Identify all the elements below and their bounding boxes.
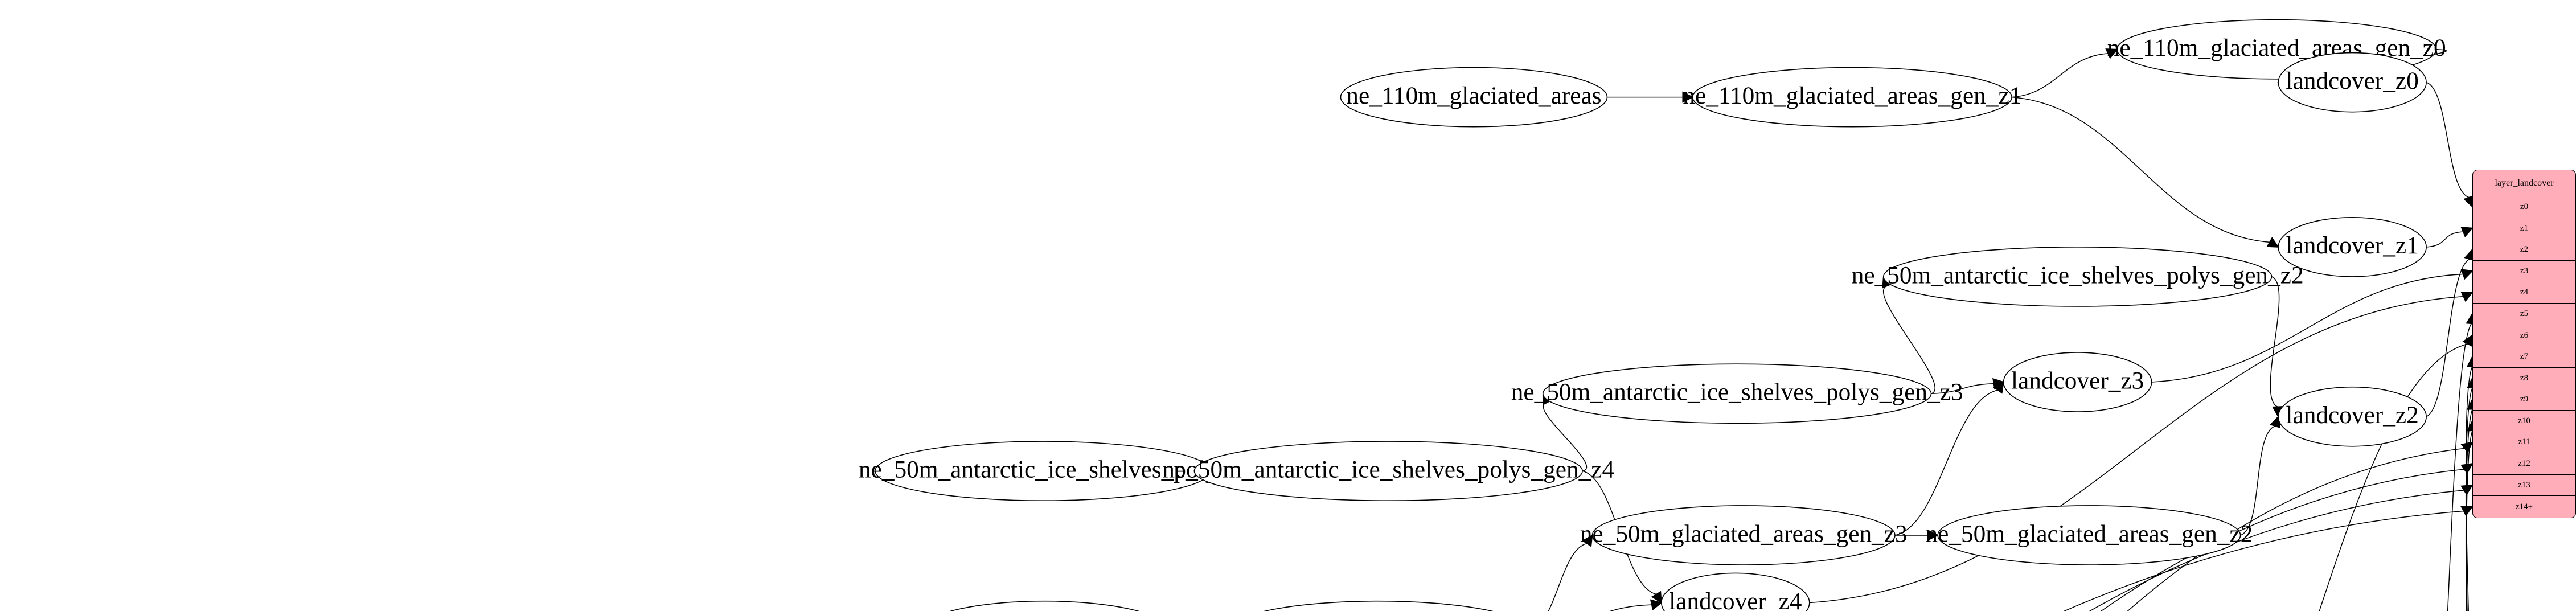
- node-label: ne_110m_glaciated_areas_gen_z0: [2107, 34, 2446, 61]
- edge: [2155, 344, 2467, 611]
- record-row-z5[interactable]: z5: [2473, 304, 2575, 325]
- graph-node-ne_50m_antarctic_ice_shelves_polys_gen_z2[interactable]: ne_50m_antarctic_ice_shelves_polys_gen_z…: [1852, 247, 2304, 306]
- graph-node-ne_50m_glaciated_areas_gen_z3[interactable]: ne_50m_glaciated_areas_gen_z3: [1580, 506, 1908, 565]
- edge: [2270, 277, 2279, 407]
- node-shape: [2004, 352, 2152, 412]
- graph-node-ne_50m_antarctic_ice_shelves_polys_gen_z3[interactable]: ne_50m_antarctic_ice_shelves_polys_gen_z…: [1511, 364, 1963, 423]
- node-label: ne_50m_glaciated_areas_gen_z2: [1925, 520, 2253, 547]
- record-row-z0[interactable]: z0: [2473, 196, 2575, 218]
- edge-arrowhead: [2460, 227, 2474, 237]
- record-row-z12[interactable]: z12: [2473, 453, 2575, 475]
- node-label: ne_50m_antarctic_ice_shelves_polys_gen_z…: [1162, 456, 1614, 483]
- edge-arrowhead: [2266, 237, 2279, 248]
- record-row-z3[interactable]: z3: [2473, 261, 2575, 282]
- node-label: ne_110m_glaciated_areas_gen_z1: [1683, 82, 2021, 109]
- node-label: landcover_z2: [2286, 401, 2418, 429]
- graph-node-ne_110m_glaciated_areas_gen_z1[interactable]: ne_110m_glaciated_areas_gen_z1: [1683, 68, 2021, 127]
- record-row-z13[interactable]: z13: [2473, 475, 2575, 497]
- record-row-z1[interactable]: z1: [2473, 218, 2575, 240]
- edge: [1931, 384, 1994, 394]
- node-label: landcover_z1: [2286, 232, 2418, 259]
- edge-arrowhead: [2460, 291, 2474, 302]
- edge: [2012, 97, 2270, 243]
- record-row-z11[interactable]: z11: [2473, 432, 2575, 454]
- edge-arrowhead: [1927, 529, 1939, 542]
- graph-node-ne_50m_glaciated_areas_gen_z2[interactable]: ne_50m_glaciated_areas_gen_z2: [1925, 506, 2253, 565]
- node-shape: [1693, 68, 2012, 127]
- edge: [1895, 390, 1998, 535]
- graph-node-landcover_z2[interactable]: landcover_z2: [2278, 387, 2426, 446]
- record-row-z2[interactable]: z2: [2473, 239, 2575, 261]
- edge-arrowhead: [1651, 591, 1662, 604]
- graph-node-landcover_z3[interactable]: landcover_z3: [2004, 352, 2152, 412]
- edge: [2426, 83, 2469, 198]
- record-row-z6[interactable]: z6: [2473, 325, 2575, 347]
- graph-node-ne_50m_glaciated_areas[interactable]: ne_50m_glaciated_areas: [920, 601, 1170, 611]
- graph-node-ne_50m_antarctic_ice_shelves_polys[interactable]: ne_50m_antarctic_ice_shelves_polys: [859, 441, 1227, 501]
- record-row-z10[interactable]: z10: [2473, 411, 2575, 432]
- edge-arrowhead: [2462, 334, 2473, 347]
- edge: [2152, 274, 2463, 382]
- node-label: landcover_z0: [2286, 67, 2418, 95]
- record-row-z14plus[interactable]: z14+: [2515, 502, 2533, 511]
- node-shape: [2278, 218, 2426, 277]
- node-shape: [1543, 364, 1931, 423]
- edge: [2426, 232, 2463, 247]
- record-row-z7[interactable]: z7: [2473, 346, 2575, 368]
- edge: [2466, 367, 2481, 611]
- graph-node-ne_50m_antarctic_ice_shelves_polys_gen_z4[interactable]: ne_50m_antarctic_ice_shelves_polys_gen_z…: [1162, 441, 1614, 501]
- edge: [1530, 605, 1652, 611]
- node-label: ne_50m_antarctic_ice_shelves_polys: [859, 456, 1227, 483]
- node-shape: [1938, 506, 2241, 565]
- edge: [1543, 403, 1586, 471]
- node-label: landcover_z4: [1669, 588, 1802, 611]
- nodes-layer: imposm3osm_landcover_polygonsimplify_vw_…: [859, 20, 2446, 611]
- edge-arrowhead: [1682, 91, 1694, 103]
- node-label: ne_110m_glaciated_areas: [1346, 82, 1601, 109]
- node-shape: [2278, 53, 2426, 112]
- graph-node-landcover_z1[interactable]: landcover_z1: [2278, 218, 2426, 277]
- graph-node-landcover_z0[interactable]: landcover_z0: [2278, 53, 2426, 112]
- graph-node-ne_110m_glaciated_areas[interactable]: ne_110m_glaciated_areas: [1340, 68, 1607, 127]
- edge: [2241, 426, 2275, 535]
- edge: [333, 511, 2464, 611]
- node-label: ne_50m_antarctic_ice_shelves_polys_gen_z…: [1511, 379, 1963, 406]
- node-shape: [1884, 247, 2272, 306]
- node-label: ne_50m_glaciated_areas_gen_z3: [1580, 520, 1908, 547]
- graph-node-landcover_z4[interactable]: landcover_z4: [1662, 573, 1810, 611]
- node-shape: [2278, 387, 2426, 446]
- edge: [2012, 54, 2108, 97]
- record-header: layer_landcover: [2473, 170, 2575, 197]
- node-label: ne_50m_antarctic_ice_shelves_polys_gen_z…: [1852, 261, 2304, 289]
- node-shape: [1662, 573, 1810, 611]
- edge-arrowhead: [1582, 534, 1593, 547]
- node-shape: [1194, 441, 1582, 501]
- edge-arrowhead: [1992, 378, 2005, 389]
- edge: [2426, 259, 2470, 417]
- edge: [1530, 543, 1587, 611]
- edge-arrowhead: [2105, 48, 2118, 59]
- edge: [1810, 297, 2464, 603]
- node-shape: [1340, 68, 1607, 127]
- node-shape: [1592, 506, 1895, 565]
- record-row-z4[interactable]: z4: [2473, 282, 2575, 304]
- graph-node-ne_50m_glaciated_areas_gen_z4[interactable]: ne_50m_glaciated_areas_gen_z4: [1215, 601, 1542, 611]
- edge: [1884, 286, 1935, 393]
- node-label: landcover_z3: [2011, 367, 2144, 394]
- node-shape: [1227, 601, 1530, 611]
- node-shape: [920, 601, 1170, 611]
- edge-arrowhead: [2460, 269, 2474, 280]
- edge-arrowhead: [1650, 599, 1663, 611]
- edge: [2426, 323, 2471, 611]
- record-row-z8[interactable]: z8: [2473, 368, 2575, 389]
- record-row-z9[interactable]: z9: [2473, 389, 2575, 411]
